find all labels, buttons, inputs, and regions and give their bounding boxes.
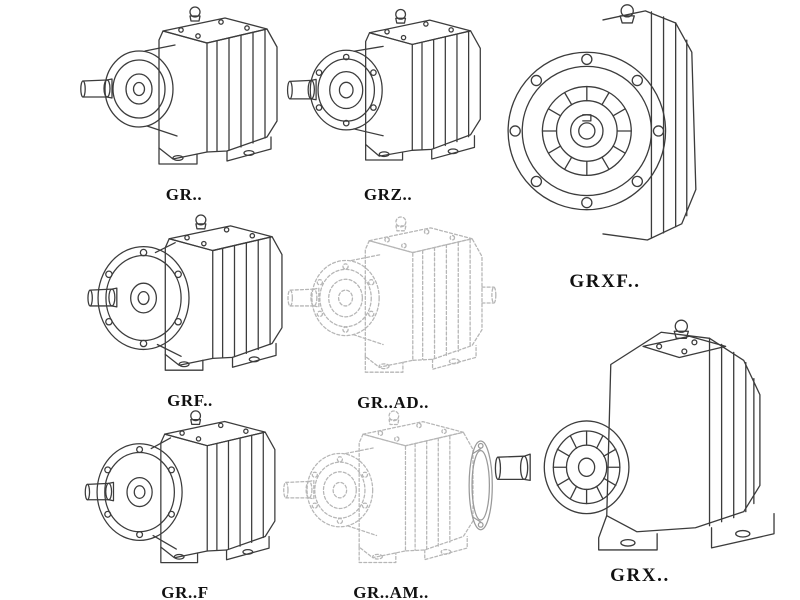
figure-gr: GR.. (78, 4, 290, 205)
figure-label-grf2: GR..F (161, 583, 209, 600)
figure-grf2: GR..F (80, 408, 290, 600)
gearbox-drawing-grz (286, 4, 490, 182)
figure-grxf: GRXF.. (498, 0, 712, 293)
gearbox-drawing-gram (282, 408, 500, 580)
figure-grad: GR..AD.. (286, 214, 500, 413)
gearbox-drawing-gr (78, 4, 290, 182)
figure-grf: GRF.. (84, 212, 296, 411)
gearbox-drawing-grad (286, 214, 500, 390)
gearbox-drawing-grf (84, 212, 296, 388)
gearbox-drawing-grxf (498, 0, 712, 268)
figure-label-grz: GRZ.. (363, 185, 413, 204)
figure-label-gram: GR..AM.. (353, 583, 429, 600)
gearbox-drawing-grf2 (80, 408, 290, 580)
figure-grz: GRZ.. (286, 4, 490, 205)
figure-label-grf: GRF.. (167, 391, 213, 410)
figure-gram: GR..AM.. (282, 408, 500, 600)
figure-label-grx: GRX.. (610, 565, 670, 586)
figure-label-gr: GR.. (165, 185, 203, 204)
gearbox-drawing-grx (492, 298, 788, 562)
figure-label-grad: GR..AD.. (357, 393, 429, 412)
figure-grx: GRX.. (492, 298, 788, 587)
figure-label-grxf: GRXF.. (569, 271, 641, 292)
